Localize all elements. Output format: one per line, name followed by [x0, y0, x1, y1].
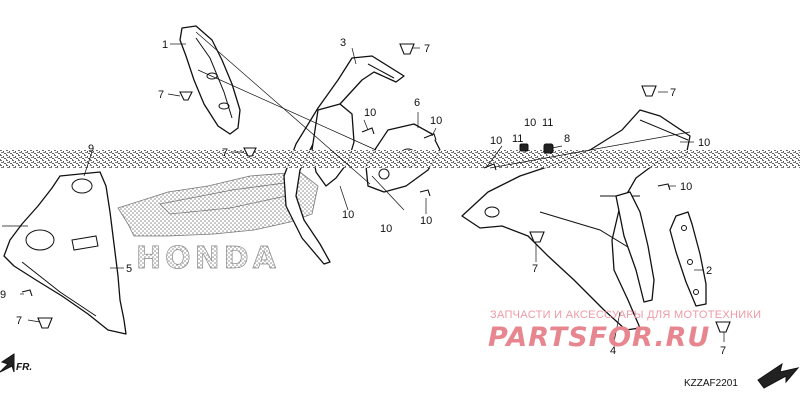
callout-10: 10: [490, 135, 502, 147]
honda-decal-lettering: HONDA: [136, 241, 280, 276]
part-4-inner-frame: [615, 191, 655, 303]
callout-5: 5: [126, 263, 132, 275]
part-5-lower-shield: [3, 171, 127, 335]
callout-3: 3: [340, 37, 346, 49]
callout-2: 2: [706, 265, 712, 277]
callout-10: 10: [380, 223, 392, 235]
callout-7: 7: [532, 263, 538, 275]
callout-7: 7: [670, 87, 676, 99]
watermark-logo: PARTSFOR.RU: [488, 322, 710, 353]
watermark-tagline: ЗАПЧАСТИ И АКСЕССУАРЫ ДЛЯ МОТОТЕХНИКИ: [490, 309, 761, 321]
callout-10: 10: [698, 137, 710, 149]
callout-10: 10: [342, 209, 354, 221]
front-arrow-icon: [757, 362, 800, 389]
callout-6: 6: [414, 97, 420, 109]
callout-7: 7: [222, 147, 228, 159]
callout-7: 7: [720, 345, 726, 357]
diagram-code: KZZAF2201: [684, 378, 738, 389]
scan-noise-band: [0, 150, 800, 168]
callout-10: 10: [430, 115, 442, 127]
front-direction-label: FR.: [16, 362, 32, 373]
callout-10: 10: [364, 107, 376, 119]
leader-lines: [2, 31, 725, 343]
callout-8: 8: [564, 133, 570, 145]
callout-11: 11: [542, 117, 553, 129]
callout-9: 9: [0, 289, 6, 301]
callout-10: 10: [524, 117, 536, 129]
honda-wing-decal: [117, 171, 319, 237]
callout-4: 4: [610, 345, 616, 357]
callout-7: 7: [16, 315, 22, 327]
callout-labels: 1 3 7 7 6 10 10 7 9 10 10 11 11 8 7 10 1…: [0, 37, 726, 357]
callout-11: 11: [512, 133, 523, 145]
part-2-trim-piece: [669, 211, 707, 307]
part-1-upper-panel: [179, 25, 241, 135]
callout-1: 1: [162, 39, 168, 51]
callout-7: 7: [158, 89, 164, 101]
callout-10: 10: [420, 215, 432, 227]
front-direction-marker: FR.: [0, 353, 32, 373]
callout-7: 7: [424, 43, 430, 55]
fasteners: [21, 43, 731, 333]
callout-9: 9: [88, 143, 94, 155]
callout-10: 10: [680, 181, 692, 193]
